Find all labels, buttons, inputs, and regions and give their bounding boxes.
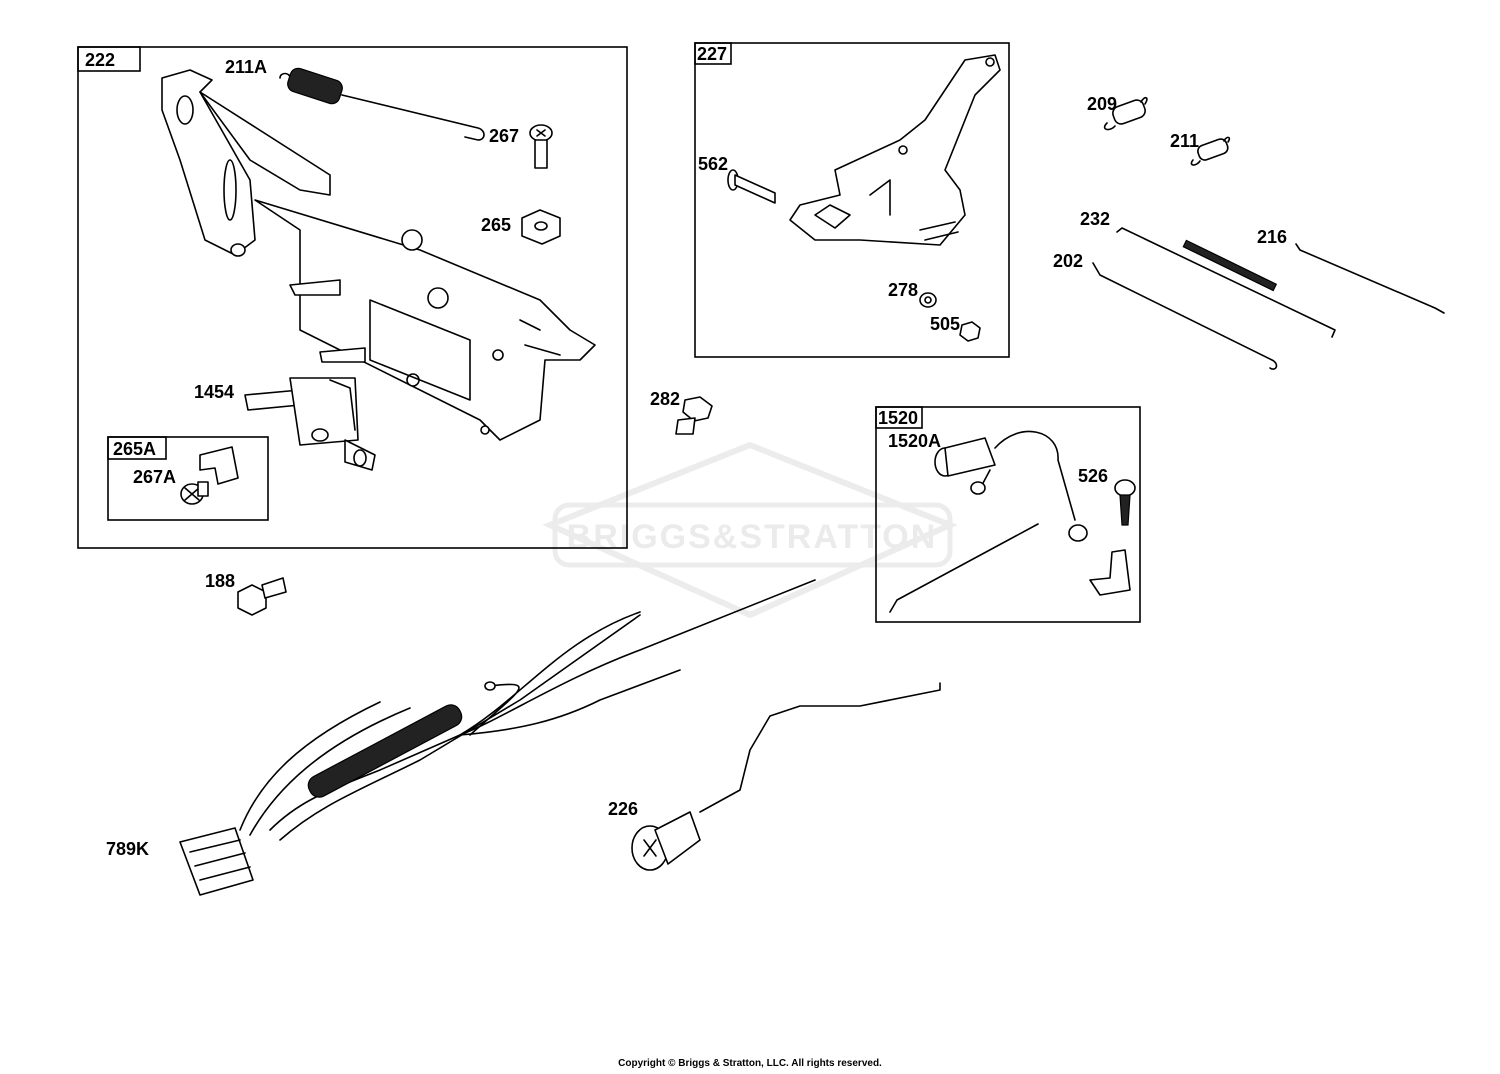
watermark-logo: BRIGGS&STRATTON xyxy=(542,441,958,619)
box-222: 222 xyxy=(77,46,628,549)
label-562: 562 xyxy=(698,154,728,174)
label-265: 265 xyxy=(481,215,511,235)
label-1520A: 1520A xyxy=(888,431,941,451)
pin-562[interactable] xyxy=(727,169,776,204)
tie-strap-1520[interactable] xyxy=(889,523,1039,613)
sensor-1520A[interactable] xyxy=(934,430,1088,542)
clip-265A[interactable] xyxy=(199,446,239,485)
harness-789K[interactable] xyxy=(179,579,816,896)
label-1454: 1454 xyxy=(194,382,234,402)
spring-211A[interactable] xyxy=(279,66,485,141)
label-282: 282 xyxy=(650,389,680,409)
box-label-265A: 265A xyxy=(113,439,156,459)
label-526: 526 xyxy=(1078,466,1108,486)
switch-1454[interactable] xyxy=(244,377,376,471)
washer-278[interactable] xyxy=(919,292,937,308)
rod-232[interactable] xyxy=(1116,227,1336,338)
label-209: 209 xyxy=(1087,94,1117,114)
nut-505[interactable] xyxy=(959,321,981,342)
screw-526[interactable] xyxy=(1114,479,1136,526)
cable-226[interactable] xyxy=(631,682,941,871)
box-label-1520: 1520 xyxy=(878,408,918,428)
box-227: 227 xyxy=(694,42,1010,358)
label-188: 188 xyxy=(205,571,235,591)
label-211A: 211A xyxy=(225,57,267,77)
label-202: 202 xyxy=(1053,251,1083,271)
spring-211[interactable] xyxy=(1190,136,1231,166)
copyright-notice: Copyright © Briggs & Stratton, LLC. All … xyxy=(618,1058,882,1069)
label-789K: 789K xyxy=(106,839,149,859)
rod-216[interactable] xyxy=(1295,243,1445,314)
label-505: 505 xyxy=(930,314,960,334)
watermark-text: BRIGGS&STRATTON xyxy=(567,518,938,556)
control-plate-227[interactable] xyxy=(789,54,1001,246)
box-265A: 265A xyxy=(107,436,269,521)
box-label-222: 222 xyxy=(85,50,115,70)
box-1520: 1520 xyxy=(875,406,1141,623)
label-267: 267 xyxy=(489,126,519,146)
label-211: 211 xyxy=(1170,131,1199,151)
bolt-188[interactable] xyxy=(237,577,287,616)
box-label-227: 227 xyxy=(697,44,727,64)
label-216: 216 xyxy=(1257,227,1287,247)
screw-267A[interactable] xyxy=(180,481,209,505)
screw-267[interactable] xyxy=(529,124,553,169)
label-278: 278 xyxy=(888,280,918,300)
rod-202[interactable] xyxy=(1092,262,1278,370)
bracket-1520[interactable] xyxy=(1089,549,1131,596)
label-232: 232 xyxy=(1080,209,1110,229)
label-267A: 267A xyxy=(133,467,176,487)
spring-209[interactable] xyxy=(1103,96,1148,131)
clip-265[interactable] xyxy=(521,209,561,245)
bolt-282[interactable] xyxy=(675,396,713,435)
label-226: 226 xyxy=(608,799,638,819)
governor-control-bracket[interactable] xyxy=(161,69,596,441)
